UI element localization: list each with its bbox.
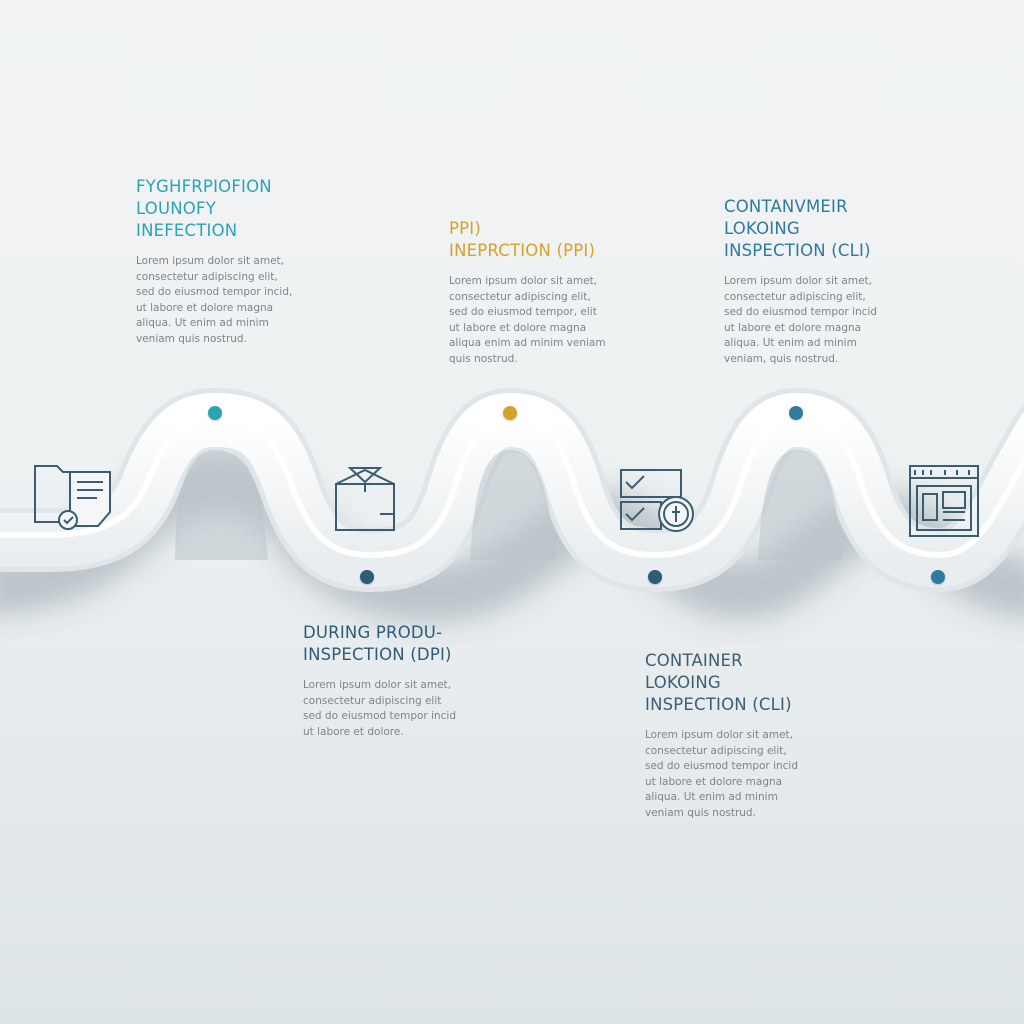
step-1-card: FYGHFRPIOFION LOUNOFY INEFECTION Lorem i… <box>136 176 326 347</box>
step-description: Lorem ipsum dolor sit amet, consectetur … <box>645 729 798 819</box>
step-description: Lorem ipsum dolor sit amet, consectetur … <box>136 255 293 345</box>
timeline-marker <box>648 570 662 584</box>
step-title: FYGHFRPIOFION LOUNOFY INEFECTION <box>136 177 272 240</box>
timeline-marker <box>360 570 374 584</box>
step-2-card: PPI) INEPRCTION (PPI) Lorem ipsum dolor … <box>449 218 629 367</box>
step-description: Lorem ipsum dolor sit amet, consectetur … <box>303 679 456 738</box>
step-description: Lorem ipsum dolor sit amet, consectetur … <box>449 275 606 365</box>
timeline-marker <box>931 570 945 584</box>
step-3-card: DURING PRODU- INSPECTION (DPI) Lorem ips… <box>303 622 493 740</box>
step-4-card: CONTANVMEIR LOKOING INSPECTION (CLI) Lor… <box>724 196 914 367</box>
step-title: CONTANVMEIR LOKOING INSPECTION (CLI) <box>724 197 871 260</box>
checklist-icon <box>620 469 694 532</box>
timeline-marker <box>789 406 803 420</box>
timeline-marker <box>503 406 517 420</box>
timeline-marker <box>208 406 222 420</box>
step-5-card: CONTAINER LOKOING INSPECTION (CLI) Lorem… <box>645 650 835 821</box>
step-title: DURING PRODU- INSPECTION (DPI) <box>303 623 452 664</box>
step-title: PPI) INEPRCTION (PPI) <box>449 219 596 260</box>
step-title: CONTAINER LOKOING INSPECTION (CLI) <box>645 651 792 714</box>
step-description: Lorem ipsum dolor sit amet, consectetur … <box>724 275 877 365</box>
box-icon <box>335 467 395 531</box>
container-icon <box>909 465 979 537</box>
document-icon <box>34 465 111 530</box>
